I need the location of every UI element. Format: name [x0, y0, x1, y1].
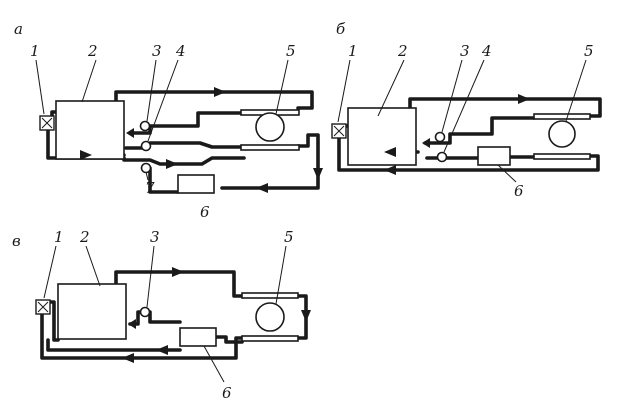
pipe-a-gauge7	[148, 166, 180, 194]
label-a-2: 2	[87, 42, 98, 60]
unit-b-2	[347, 107, 417, 166]
drum-a-5	[255, 112, 285, 142]
label-a-6: 6	[200, 203, 210, 221]
valve-c-1	[35, 299, 51, 315]
unit-c-2	[57, 283, 127, 340]
arrow-a-left	[80, 150, 92, 160]
gauge-a-4	[140, 140, 152, 152]
label-a-5: 5	[286, 42, 296, 60]
label-b-2: 2	[397, 42, 408, 60]
label-a-4: 4	[175, 42, 186, 60]
gauge-a-7	[140, 162, 152, 174]
box-b-6	[477, 146, 511, 166]
pipe-a-right-loop	[220, 133, 320, 190]
arrow-c-bottom	[122, 353, 134, 363]
arrow-b-inner	[384, 147, 396, 157]
pipe-a-top-loop	[114, 90, 314, 110]
gauge-c-3	[139, 306, 151, 318]
pipe-b-top-loop	[408, 97, 602, 118]
pipe-c-gauge3	[128, 310, 182, 326]
label-c-6: 6	[222, 384, 232, 402]
arrow-b-gauge3	[422, 138, 430, 148]
pipe-c-top-loop	[114, 270, 244, 298]
gauge-b-4	[436, 151, 448, 163]
gauge-a-3	[139, 120, 151, 132]
section-letter-c: в	[12, 232, 21, 250]
drum-b-5	[548, 120, 576, 148]
label-b-6: 6	[514, 182, 524, 200]
pipe-b-gauge3	[423, 116, 536, 145]
arrow-b-bottom	[384, 165, 396, 175]
label-c-1: 1	[54, 228, 64, 246]
label-b-1: 1	[348, 42, 358, 60]
arrow-c-top	[172, 267, 184, 277]
arrow-a-right	[313, 168, 323, 180]
heater-c-bottom	[241, 335, 299, 342]
arrow-c-inner	[156, 345, 168, 355]
arrow-c-gauge3	[128, 319, 136, 329]
pipe-c-outer	[40, 308, 244, 360]
pipe-c-box6	[214, 335, 244, 344]
box-c-6	[179, 327, 217, 347]
box-a-6	[177, 174, 215, 194]
label-b-4: 4	[481, 42, 492, 60]
label-b-3: 3	[460, 42, 470, 60]
scheme-b: б 1 2 3 4	[331, 20, 602, 200]
label-a-7: 7	[145, 179, 155, 197]
arrow-c-right	[301, 310, 311, 322]
scheme-c: в 1 2 3	[12, 228, 311, 402]
unit-a-2	[55, 100, 125, 160]
heater-a-bottom	[240, 144, 300, 151]
drum-c-5	[255, 302, 285, 332]
valve-a-1	[39, 115, 55, 131]
section-letter-b: б	[336, 20, 346, 38]
pipe-a-gauge3	[130, 111, 242, 135]
gauge-b-3	[434, 131, 446, 143]
pipe-b-left-outer	[337, 133, 600, 172]
label-b-5: 5	[584, 42, 594, 60]
heater-b-top	[533, 113, 591, 120]
arrow-a-return	[166, 159, 178, 169]
arrow-a-gauge3	[126, 128, 134, 138]
pipe-c-inner-return	[46, 338, 182, 352]
arrow-a-top	[214, 87, 226, 97]
section-letter-a: а	[14, 20, 23, 38]
label-c-3: 3	[150, 228, 160, 246]
arrow-b-top	[518, 94, 530, 104]
heater-c-top	[241, 292, 299, 299]
pipe-a-return	[122, 156, 246, 166]
label-c-5: 5	[284, 228, 294, 246]
scheme-a: а 1	[14, 20, 323, 221]
label-a-1: 1	[30, 42, 40, 60]
valve-b-1	[331, 123, 347, 139]
heater-b-bottom	[533, 153, 591, 160]
arrow-a-bottom	[256, 183, 268, 193]
label-a-3: 3	[152, 42, 162, 60]
label-c-2: 2	[79, 228, 90, 246]
